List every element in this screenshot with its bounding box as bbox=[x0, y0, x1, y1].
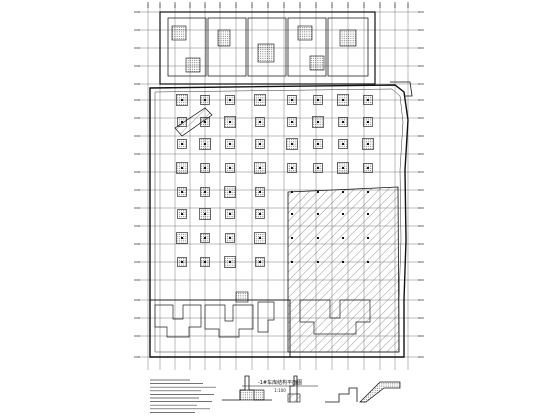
column-mark bbox=[259, 237, 261, 239]
column-mark bbox=[291, 121, 293, 123]
column-mark bbox=[181, 167, 183, 169]
column-mark bbox=[259, 213, 261, 215]
column-mark bbox=[204, 191, 206, 193]
column-mark bbox=[259, 143, 261, 145]
column-mark bbox=[229, 121, 231, 123]
column-mark bbox=[259, 167, 261, 169]
column-mark bbox=[342, 121, 344, 123]
column-mark bbox=[342, 237, 344, 239]
column-mark bbox=[317, 191, 319, 193]
column-mark bbox=[291, 99, 293, 101]
column-mark bbox=[342, 261, 344, 263]
column-mark bbox=[367, 191, 369, 193]
column-mark bbox=[291, 261, 293, 263]
column-mark bbox=[317, 143, 319, 145]
column-mark bbox=[181, 143, 183, 145]
tower-block-top bbox=[159, 11, 376, 85]
column-mark bbox=[229, 167, 231, 169]
column-mark bbox=[204, 121, 206, 123]
column-mark bbox=[342, 213, 344, 215]
column-mark bbox=[291, 213, 293, 215]
column-mark bbox=[204, 143, 206, 145]
residential-strip-bottom bbox=[149, 291, 371, 358]
column-mark bbox=[181, 237, 183, 239]
right-stair-detail bbox=[390, 81, 413, 97]
column-mark bbox=[204, 237, 206, 239]
garage-inner-outline bbox=[154, 88, 404, 353]
column-mark bbox=[229, 213, 231, 215]
column-mark bbox=[229, 237, 231, 239]
column-mark bbox=[317, 167, 319, 169]
column-mark bbox=[181, 213, 183, 215]
column-mark bbox=[181, 261, 183, 263]
hatched-slab-zone bbox=[287, 186, 400, 353]
column-mark bbox=[229, 191, 231, 193]
column-mark bbox=[367, 121, 369, 123]
column-footings bbox=[176, 94, 374, 268]
section-details bbox=[222, 375, 401, 403]
dimension-ticks bbox=[134, 2, 424, 358]
column-mark bbox=[342, 191, 344, 193]
scale-note: 1:100 bbox=[274, 388, 286, 393]
column-mark bbox=[291, 167, 293, 169]
column-mark bbox=[204, 99, 206, 101]
column-mark bbox=[367, 167, 369, 169]
column-mark bbox=[342, 143, 344, 145]
column-mark bbox=[317, 213, 319, 215]
column-mark bbox=[291, 143, 293, 145]
column-mark bbox=[317, 261, 319, 263]
column-mark bbox=[259, 121, 261, 123]
column-mark bbox=[317, 237, 319, 239]
column-mark bbox=[342, 167, 344, 169]
ramp-slope bbox=[174, 107, 213, 137]
column-mark bbox=[259, 99, 261, 101]
general-notes-block bbox=[150, 379, 216, 413]
column-mark bbox=[291, 191, 293, 193]
column-mark bbox=[259, 261, 261, 263]
column-mark bbox=[367, 213, 369, 215]
column-mark bbox=[229, 261, 231, 263]
column-mark bbox=[229, 99, 231, 101]
column-mark bbox=[181, 99, 183, 101]
column-mark bbox=[259, 191, 261, 193]
column-mark bbox=[291, 237, 293, 239]
column-mark bbox=[317, 121, 319, 123]
column-mark bbox=[204, 213, 206, 215]
column-mark bbox=[367, 261, 369, 263]
column-mark bbox=[342, 99, 344, 101]
column-mark bbox=[229, 143, 231, 145]
column-mark bbox=[181, 191, 183, 193]
column-mark bbox=[367, 99, 369, 101]
plan-title: -1#车库结构平面图 bbox=[258, 379, 302, 386]
column-mark bbox=[181, 121, 183, 123]
column-mark bbox=[367, 143, 369, 145]
column-mark bbox=[204, 167, 206, 169]
column-mark bbox=[317, 99, 319, 101]
column-mark bbox=[367, 237, 369, 239]
column-mark bbox=[204, 261, 206, 263]
